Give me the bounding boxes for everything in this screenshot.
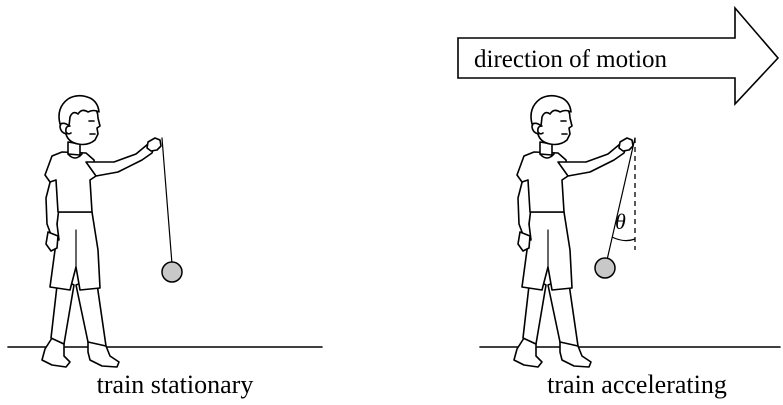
boy-figure-left [41,94,162,368]
direction-arrow: direction of motion [457,5,780,107]
arrow-shape [457,5,780,107]
pendulum-string-right [606,137,636,261]
caption-train-accelerating: train accelerating [547,370,727,399]
pendulum-bob-left [161,261,183,283]
pendulum-string-left [161,137,173,265]
angle-theta-label: θ [615,209,626,234]
direction-of-motion-label: direction of motion [474,46,668,73]
right-scene: θ train accelerating [479,94,781,399]
pendulum-bob-right [594,257,616,279]
caption-train-stationary: train stationary [97,370,254,399]
left-scene: train stationary [7,94,323,399]
angle-arc [611,236,636,242]
